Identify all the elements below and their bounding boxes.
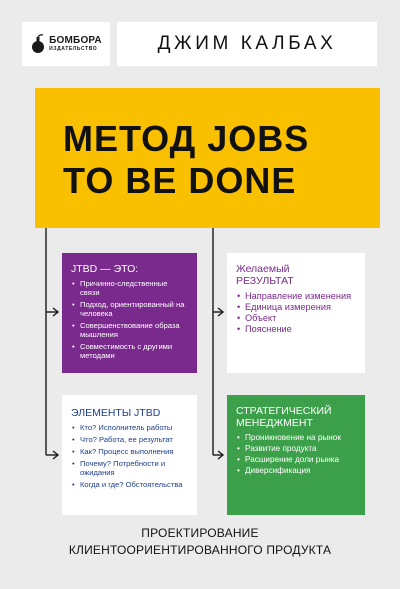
list-item: Пояснение: [236, 324, 357, 334]
jtbd-card: JTBD — ЭТО: Причинно-следственные связи …: [62, 253, 197, 373]
list-item: Объект: [236, 313, 357, 323]
bomb-icon: [32, 34, 45, 53]
strategy-list: Проникновение на рынок Развитие продукта…: [236, 433, 357, 475]
list-item: Расширение доли рынка: [236, 455, 357, 464]
list-item: Как? Процесс выполнения: [71, 447, 189, 456]
author-badge: ДЖИМ КАЛБАХ: [117, 22, 377, 66]
jtbd-list: Причинно-следственные связи Подход, орие…: [71, 279, 189, 360]
book-subtitle: ПРОЕКТИРОВАНИЕ КЛИЕНТООРИЕНТИРОВАННОГО П…: [0, 525, 400, 559]
list-item: Подход, ориентированный на человека: [71, 300, 189, 318]
list-item: Почему? Потребности и ожидания: [71, 459, 189, 477]
subtitle-line-1: ПРОЕКТИРОВАНИЕ: [141, 526, 259, 540]
list-item: Направление изменения: [236, 291, 357, 301]
list-item: Совершенствование образа мышления: [71, 321, 189, 339]
list-item: Когда и где? Обстоятельства: [71, 480, 189, 489]
strategy-title-line-1: СТРАТЕГИЧЕСКИЙ: [236, 405, 332, 417]
jtbd-card-title: JTBD — ЭТО:: [71, 263, 139, 275]
list-item: Кто? Исполнитель работы: [71, 423, 189, 432]
strategy-title-line-2: МЕНЕДЖМЕНТ: [236, 417, 313, 429]
strategy-card-title: СТРАТЕГИЧЕСКИЙ МЕНЕДЖМЕНТ: [236, 405, 357, 429]
list-item: Совместимость с другими методами: [71, 342, 189, 360]
result-title-line-2: результат: [236, 275, 294, 287]
list-item: Проникновение на рынок: [236, 433, 357, 442]
title-line-1: МЕТОД JOBS: [63, 118, 310, 159]
publisher-badge: БОМБОРА ИЗДАТЕЛЬСТВО: [22, 22, 110, 66]
list-item: Диверсификация: [236, 466, 357, 475]
publisher-subtitle: ИЗДАТЕЛЬСТВО: [49, 46, 98, 52]
result-list: Направление изменения Единица измерения …: [236, 291, 357, 334]
list-item: Единица измерения: [236, 302, 357, 312]
list-item: Что? Работа, ее результат: [71, 435, 189, 444]
result-card-title: Желаемый результат: [236, 263, 357, 287]
title-line-2: TO BE DONE: [63, 160, 297, 201]
book-title: МЕТОД JOBS TO BE DONE: [63, 118, 309, 202]
list-item: Развитие продукта: [236, 444, 357, 453]
subtitle-line-2: КЛИЕНТООРИЕНТИРОВАННОГО ПРОДУКТА: [68, 543, 332, 557]
elements-list: Кто? Исполнитель работы Что? Работа, ее …: [71, 423, 189, 489]
list-item: Причинно-следственные связи: [71, 279, 189, 297]
publisher-name: БОМБОРА: [49, 35, 102, 46]
result-card: Желаемый результат Направление изменения…: [227, 253, 365, 373]
elements-card-title: ЭЛЕМЕНТЫ JTBD: [71, 407, 161, 419]
title-box: МЕТОД JOBS TO BE DONE: [35, 88, 380, 228]
elements-card: ЭЛЕМЕНТЫ JTBD Кто? Исполнитель работы Чт…: [62, 395, 197, 515]
author-name: ДЖИМ КАЛБАХ: [157, 33, 337, 54]
strategy-card: СТРАТЕГИЧЕСКИЙ МЕНЕДЖМЕНТ Проникновение …: [227, 395, 365, 515]
result-title-line-1: Желаемый: [236, 263, 290, 275]
